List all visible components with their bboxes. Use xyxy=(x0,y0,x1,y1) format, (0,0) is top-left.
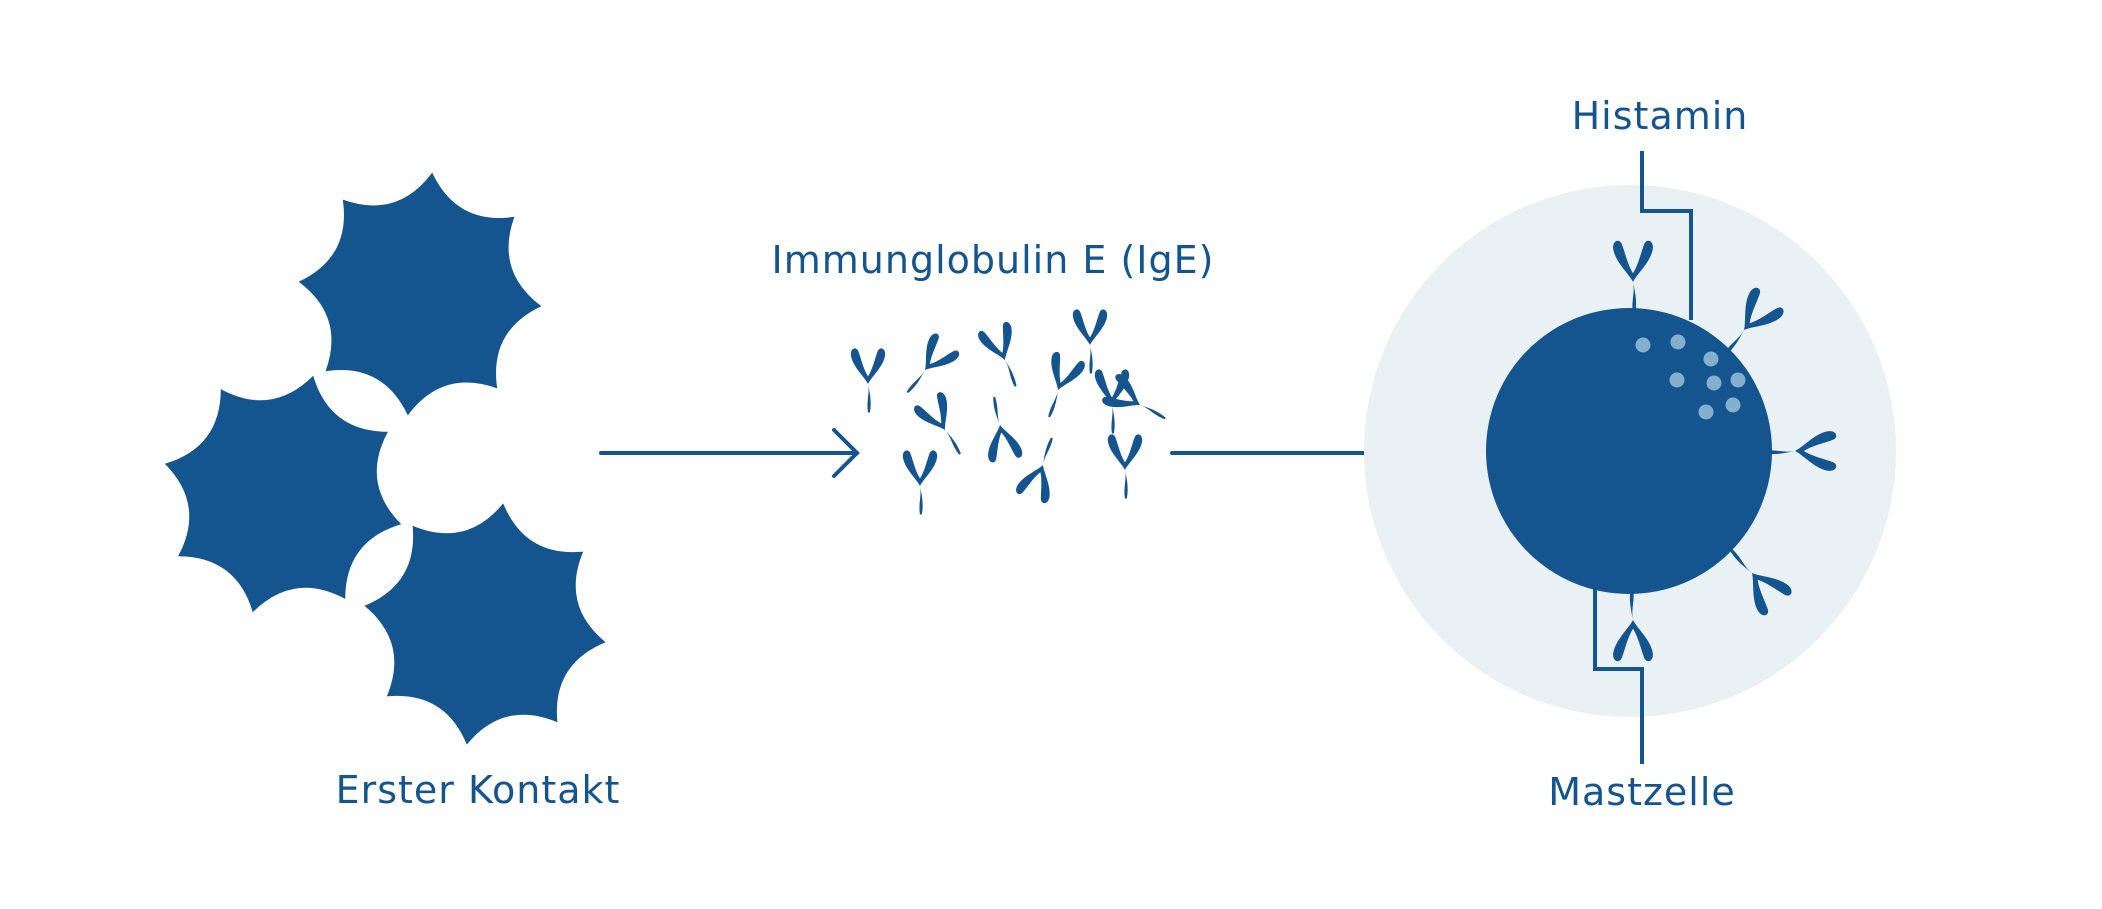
histamine-granules xyxy=(1635,334,1746,420)
allergen-star xyxy=(298,172,542,416)
ige-antibody xyxy=(850,348,886,413)
histamine-granule xyxy=(1698,404,1714,420)
ige-antibody xyxy=(902,450,938,515)
ige-label: Immunglobulin E (IgE) xyxy=(771,238,1215,282)
ige-antibody xyxy=(978,393,1024,464)
histamine-granule xyxy=(1670,334,1686,350)
first-contact-label: Erster Kontakt xyxy=(335,768,621,812)
ige-antibody xyxy=(1014,432,1069,505)
ige-antibody xyxy=(1100,372,1174,435)
ige-antibody xyxy=(1107,434,1143,499)
ige-antibody xyxy=(976,320,1031,393)
histamine-granule xyxy=(1730,372,1746,388)
histamine-leader-line xyxy=(1640,151,1693,320)
mast-cell xyxy=(1486,308,1772,594)
histamine-granule xyxy=(1725,397,1741,413)
histamine-granule xyxy=(1706,375,1722,391)
mast-cell-leader-line xyxy=(1593,585,1644,764)
allergen-group xyxy=(164,172,606,745)
histamine-label: Histamin xyxy=(1571,94,1749,138)
ige-antibody xyxy=(1032,350,1087,423)
allergen-star xyxy=(364,503,606,745)
histamine-granule xyxy=(1669,372,1685,388)
arrow-to-ige xyxy=(599,428,860,478)
histamine-granule xyxy=(1703,351,1719,367)
allergen-star xyxy=(164,375,402,613)
ige-antibodies xyxy=(850,309,1174,515)
histamine-granule xyxy=(1635,337,1651,353)
ige-antibody xyxy=(893,331,962,403)
mast-cell-label: Mastzelle xyxy=(1548,770,1736,814)
ige-antibody xyxy=(912,390,975,464)
